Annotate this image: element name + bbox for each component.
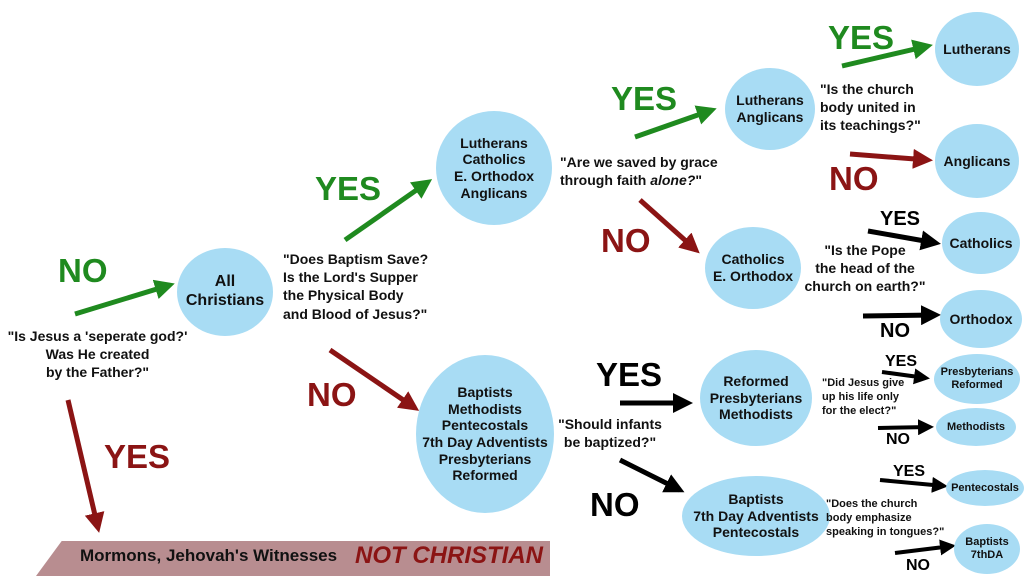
label-no-united: NO xyxy=(829,160,879,197)
arrow-grace-yes xyxy=(634,105,717,140)
node-catholics-orthodox: Catholics E. Orthodox xyxy=(705,227,801,309)
node-all-christians: All Christians xyxy=(177,248,273,336)
node-presbyterians-reformed: Presbyterians Reformed xyxy=(934,354,1020,404)
node-lutherans: Lutherans xyxy=(935,12,1019,86)
node-pentecostals: Pentecostals xyxy=(946,470,1024,506)
label-no-life: NO xyxy=(886,431,910,448)
node-catholics: Catholics xyxy=(942,212,1020,274)
banner-groups: Mormons, Jehovah's Witnesses xyxy=(80,546,338,565)
arrow-life-yes xyxy=(881,368,930,385)
arrow-pope-yes xyxy=(867,228,941,251)
label-yes-life: YES xyxy=(885,353,918,370)
start-question: "Is Jesus a 'seperate god?' Was He creat… xyxy=(7,328,188,381)
question-grace-text: "Are we saved by grace through faith xyxy=(560,154,718,189)
arrow-grace-no xyxy=(638,198,700,254)
label-yes-start: YES xyxy=(104,438,171,475)
arrow-united-no xyxy=(849,148,933,169)
question-grace-emphasis: alone? xyxy=(650,172,696,189)
not-christian-banner xyxy=(36,541,550,576)
label-yes-pope: YES xyxy=(880,208,921,230)
label-yes-united: YES xyxy=(828,19,895,56)
arrow-baptism-yes xyxy=(343,179,433,243)
question-jesus-life: "Did Jesus give up his life only for the… xyxy=(822,377,905,417)
arrow-infants-no xyxy=(618,457,685,493)
question-pope: "Is the Pope the head of the church on e… xyxy=(804,242,926,295)
node-baptists-7da-pent: Baptists 7th Day Adventists Pentecostals xyxy=(682,476,830,556)
label-yes-tongues: YES xyxy=(893,463,926,480)
arrow-tongues-no xyxy=(894,539,956,556)
label-no-start: NO xyxy=(58,252,108,289)
label-yes-infants: YES xyxy=(596,356,663,393)
node-anglicans: Anglicans xyxy=(935,124,1019,198)
question-infants: "Should infants be baptized?" xyxy=(558,416,662,451)
question-grace: "Are we saved by grace through faith alo… xyxy=(560,153,718,189)
node-methodists: Methodists xyxy=(936,408,1016,446)
node-reformed-presb-meth: Reformed Presbyterians Methodists xyxy=(700,350,812,446)
label-no-infants: NO xyxy=(590,486,640,523)
label-no-baptism: NO xyxy=(307,376,357,413)
node-baptists-group: Baptists Methodists Pentecostals 7th Day… xyxy=(416,355,554,513)
node-luth-cath-orth-angl: Lutherans Catholics E. Orthodox Anglican… xyxy=(436,111,552,225)
arrow-tongues-yes xyxy=(879,476,948,493)
arrow-baptism-no xyxy=(328,347,420,411)
arrow-united-yes xyxy=(841,39,933,69)
arrow-start-yes xyxy=(65,399,105,533)
question-church-united: "Is the church body united in its teachi… xyxy=(820,81,921,134)
question-tongues: "Does the church body emphasize speaking… xyxy=(826,498,945,538)
label-no-grace: NO xyxy=(601,222,651,259)
node-lutherans-anglicans: Lutherans Anglicans xyxy=(725,68,815,150)
label-yes-baptism: YES xyxy=(315,170,382,207)
node-orthodox: Orthodox xyxy=(940,290,1022,348)
arrow-life-no xyxy=(877,419,934,436)
arrow-pope-no xyxy=(862,305,941,326)
question-baptism: "Does Baptism Save? Is the Lord's Supper… xyxy=(283,251,429,322)
arrow-start-no xyxy=(74,279,175,317)
banner-verdict: NOT CHRISTIAN xyxy=(355,542,543,569)
label-no-tongues: NO xyxy=(906,557,930,574)
node-baptists-7thda: Baptists 7thDA xyxy=(954,524,1020,574)
label-no-pope: NO xyxy=(880,320,910,342)
label-yes-grace: YES xyxy=(611,80,678,117)
question-grace-end: " xyxy=(695,172,702,189)
